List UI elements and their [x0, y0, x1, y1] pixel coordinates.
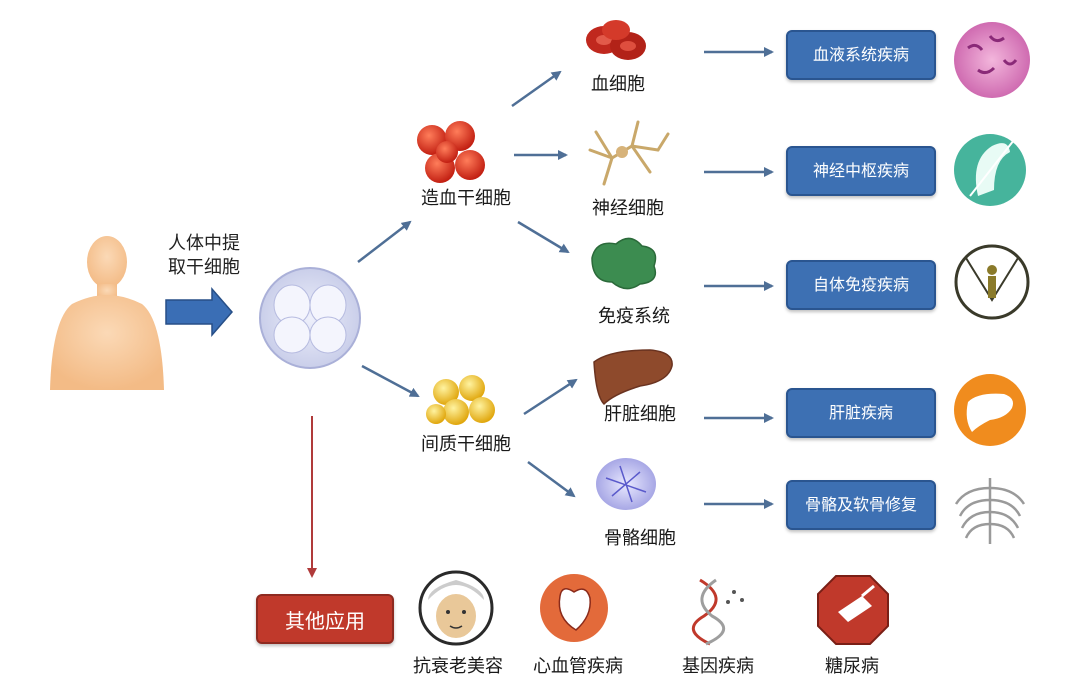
- autoimmune-disease-icon: [954, 244, 1030, 320]
- extract-arrow-icon: [165, 286, 233, 338]
- bone-repair-box: 骨骼及软骨修复: [786, 480, 936, 530]
- autoimmune-disease-box: 自体免疫疾病: [786, 260, 936, 310]
- gene-disease-label: 基因疾病: [682, 656, 754, 677]
- liver-cell-label: 肝脏细胞: [604, 404, 676, 425]
- bone-cell-icon: [596, 458, 656, 510]
- blood-disease-icon: [954, 22, 1030, 98]
- blood-disease-box: 血液系统疾病: [786, 30, 936, 80]
- cardiovascular-icon: [540, 574, 608, 642]
- gene-dna-icon: [692, 578, 744, 646]
- other-applications-box: 其他应用: [256, 594, 394, 644]
- source-label-line1: 人体中提: [168, 233, 240, 254]
- liver-disease-icon: [954, 374, 1026, 446]
- source-label-line2: 取干细胞: [168, 257, 240, 279]
- red-blood-cell-icon: [586, 20, 646, 60]
- hematopoietic-stem-cell-label: 造血干细胞: [421, 188, 511, 209]
- cardiovascular-label: 心血管疾病: [533, 656, 623, 677]
- immune-cell-icon: [591, 237, 657, 290]
- embryo-stem-cell-icon: [259, 267, 361, 369]
- hematopoietic-stem-cell-icon: [417, 121, 485, 183]
- liver-icon: [593, 349, 673, 406]
- diabetes-label: 糖尿病: [825, 656, 879, 677]
- blood-cell-label: 血细胞: [591, 74, 645, 95]
- nerve-cell-icon: [588, 120, 670, 186]
- immune-system-label: 免疫系统: [598, 306, 670, 327]
- human-body-icon: [50, 236, 164, 390]
- mesenchymal-stem-cell-label: 间质干细胞: [421, 434, 511, 455]
- mesenchymal-stem-cell-icon: [426, 375, 495, 425]
- diabetes-icon: [817, 575, 889, 645]
- anti-aging-icon: [418, 570, 494, 646]
- nerve-cell-label: 神经细胞: [592, 198, 664, 219]
- source-label: 人体中提 取干细胞: [168, 232, 240, 281]
- nerve-disease-icon: [954, 134, 1026, 206]
- skeleton-icon: [954, 478, 1026, 544]
- liver-disease-box: 肝脏疾病: [786, 388, 936, 438]
- bone-cell-label: 骨骼细胞: [604, 528, 676, 549]
- anti-aging-label: 抗衰老美容: [413, 656, 503, 677]
- nerve-disease-box: 神经中枢疾病: [786, 146, 936, 196]
